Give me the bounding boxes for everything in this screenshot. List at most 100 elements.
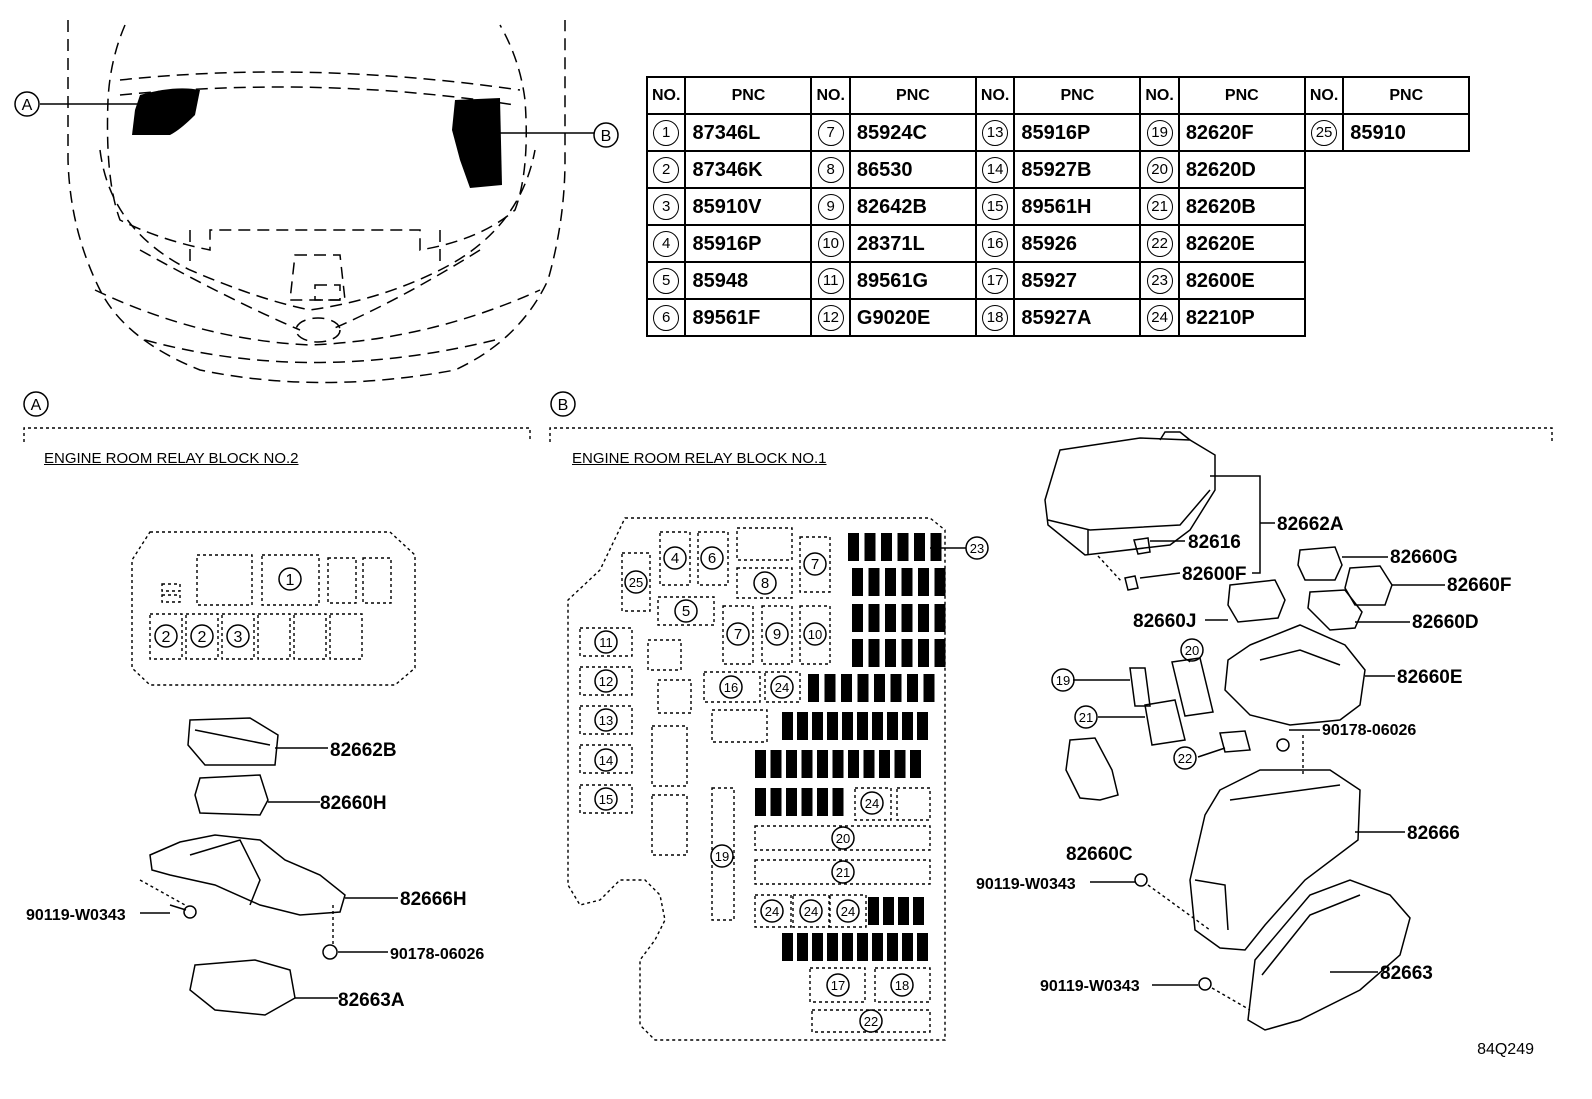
pnc-cell: 85916P xyxy=(684,224,813,263)
fuse-block xyxy=(918,568,929,596)
item-number: 5 xyxy=(653,267,680,294)
callout-number: 7 xyxy=(811,556,819,573)
callout-number: 22 xyxy=(1178,751,1192,766)
no-cell: 10 xyxy=(810,224,851,263)
fuse-block xyxy=(812,712,823,740)
no-cell xyxy=(1305,225,1343,262)
marker-a-top: A xyxy=(14,91,40,117)
callout-number: 24 xyxy=(865,796,879,811)
header-no: NO. xyxy=(1303,76,1345,115)
relay-block-no1-layout xyxy=(567,517,946,1041)
fuse-block xyxy=(934,568,946,596)
pnc-cell: 89561F xyxy=(684,298,813,337)
no-cell: 7 xyxy=(810,113,851,152)
part-label-82666h: 82666H xyxy=(400,889,467,910)
fuse-block xyxy=(881,533,892,561)
fuse-block xyxy=(901,568,913,596)
section-a-title: ENGINE ROOM RELAY BLOCK NO.2 xyxy=(44,450,299,467)
fuse-block xyxy=(930,533,942,561)
fuse-block xyxy=(934,604,946,632)
fuse-block xyxy=(885,568,896,596)
empty-cell xyxy=(1343,225,1469,262)
fuse-block xyxy=(872,933,883,961)
pnc-cell: G9020E xyxy=(848,298,977,337)
header-no: NO. xyxy=(974,76,1016,115)
fuse-block xyxy=(817,750,828,778)
section-a-bracket xyxy=(23,427,531,442)
fuse-block xyxy=(808,674,819,702)
callout-24 xyxy=(860,791,884,815)
header-pnc: PNC xyxy=(1013,76,1142,115)
callout-number: 24 xyxy=(841,904,855,919)
callout-21 xyxy=(1074,705,1098,729)
part-label-82660e: 82660E xyxy=(1397,667,1463,688)
callout-number: 21 xyxy=(1079,710,1093,725)
pnc-cell: 85927 xyxy=(1013,261,1142,300)
diagram-code: 84Q249 xyxy=(1477,1041,1534,1058)
fuse-block xyxy=(852,568,863,596)
pnc-cell: 85927B xyxy=(1013,150,1142,189)
pnc-cell: 87346K xyxy=(684,150,813,189)
callout-24 xyxy=(799,899,823,923)
part-label-82660j: 82660J xyxy=(1133,611,1196,632)
callout-13 xyxy=(594,708,618,732)
header-pnc: PNC xyxy=(1342,76,1471,115)
no-cell: 5 xyxy=(645,261,687,300)
no-cell: 1 xyxy=(645,113,687,152)
pnc-cell: 85948 xyxy=(684,261,813,300)
callout-8 xyxy=(753,571,777,595)
callout-11 xyxy=(594,630,618,654)
part-label-90178-06026-b: 90178-06026 xyxy=(1322,722,1416,739)
pnc-cell: 85910V xyxy=(684,187,813,226)
callout-19 xyxy=(710,844,734,868)
callout-number: 15 xyxy=(599,792,613,807)
callout-2a xyxy=(154,624,178,648)
part-illustrations-b xyxy=(1044,431,1445,1031)
no-cell: 14 xyxy=(974,150,1016,189)
part-label-82662a: 82662A xyxy=(1277,514,1344,535)
item-number: 8 xyxy=(817,156,844,183)
fuse-block xyxy=(827,933,838,961)
fuse-block xyxy=(887,712,898,740)
empty-cell xyxy=(1343,151,1469,188)
fuse-block xyxy=(917,712,928,740)
fuse-block xyxy=(842,933,853,961)
callout-24 xyxy=(770,675,794,699)
callout-number: 24 xyxy=(775,680,789,695)
callout-number: 20 xyxy=(836,831,850,846)
no-cell: 9 xyxy=(810,187,851,226)
fuse-block xyxy=(901,604,913,632)
fuse-block xyxy=(879,750,890,778)
fuse-block xyxy=(868,568,880,596)
fuse-block xyxy=(913,897,924,925)
pnc-cell: 82620E xyxy=(1177,224,1306,263)
callout-20 xyxy=(831,826,855,850)
fuse-block xyxy=(786,788,797,816)
item-number: 16 xyxy=(982,230,1009,257)
callout-7 xyxy=(803,552,827,576)
fuse-block xyxy=(885,604,896,632)
fuse-block xyxy=(872,712,883,740)
fuse-block xyxy=(868,604,880,632)
pnc-cell: 82620B xyxy=(1177,187,1306,226)
part-label-82660g: 82660G xyxy=(1390,547,1458,568)
pnc-cell: 87346L xyxy=(684,113,813,152)
callout-number: 12 xyxy=(599,674,613,689)
part-label-82660h: 82660H xyxy=(320,793,387,814)
no-cell: 23 xyxy=(1139,261,1180,300)
callout-2b-num: 2 xyxy=(198,629,207,646)
callout-24 xyxy=(760,899,784,923)
item-number: 11 xyxy=(817,267,844,294)
svg-text:B: B xyxy=(558,397,569,414)
fuse-block xyxy=(770,788,782,816)
svg-text:A: A xyxy=(22,97,33,114)
no-cell: 21 xyxy=(1139,187,1180,226)
empty-cell xyxy=(1343,262,1469,299)
fuse-block xyxy=(797,712,808,740)
callout-number: 6 xyxy=(708,550,716,567)
fuse-block xyxy=(890,674,902,702)
marker-b-section: B xyxy=(550,391,576,417)
no-cell: 17 xyxy=(974,261,1016,300)
callout-10 xyxy=(803,622,827,646)
